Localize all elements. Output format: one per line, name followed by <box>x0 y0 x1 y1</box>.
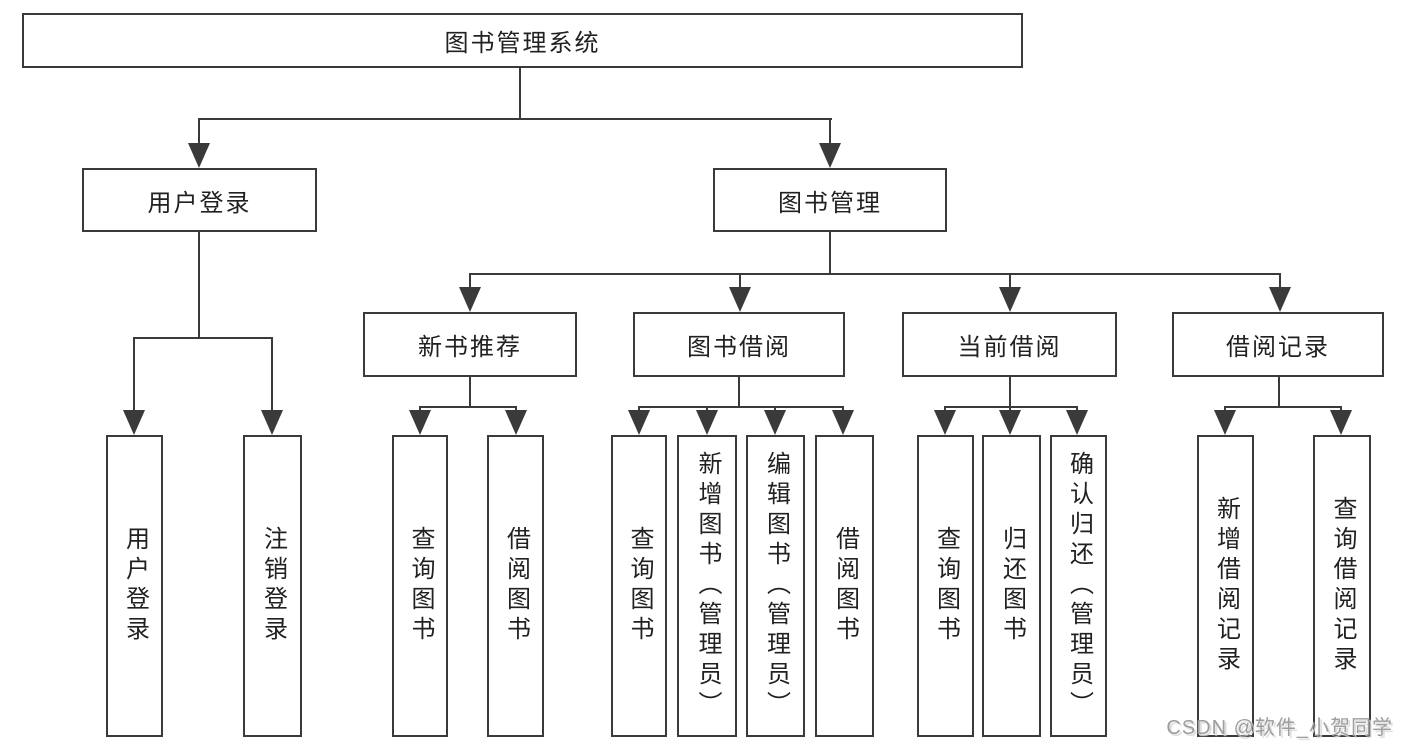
arrowhead-down-icon <box>1214 410 1236 435</box>
node-borrowing-records: 借阅记录 <box>1172 312 1384 377</box>
connector-current-borrow-branch <box>944 406 1078 408</box>
connector-level2-branch <box>198 118 832 120</box>
arrowhead-down-icon <box>261 410 283 435</box>
node-label: 图书管理系统 <box>444 30 601 57</box>
leaf-borrow-edit-books-admin: 编辑图书（管理员） <box>746 435 805 737</box>
leaf-label: 注销登录 <box>259 526 287 646</box>
leaf-label: 查询图书 <box>626 526 653 646</box>
connector-drop-book-borrow <box>739 275 741 288</box>
leaf-newbooks-borrow-books: 借阅图书 <box>487 435 544 737</box>
connector-new-books-stem <box>469 377 471 406</box>
leaf-logout-login: 注销登录 <box>243 435 302 737</box>
connector-drop-current-borrow <box>1009 275 1011 288</box>
connector-borrow-records-branch <box>1224 406 1342 408</box>
node-label: 借阅记录 <box>1226 334 1330 361</box>
connector-drop-leaf <box>133 339 135 411</box>
connector-user-login-stem <box>198 232 200 337</box>
arrowhead-down-icon <box>999 287 1021 312</box>
connector-drop-borrow-records <box>1279 275 1281 288</box>
arrowhead-down-icon <box>123 410 145 435</box>
leaf-label: 新增借阅记录 <box>1212 496 1240 676</box>
connector-new-books-branch <box>419 406 517 408</box>
node-label: 图书借阅 <box>687 334 791 361</box>
leaf-current-return-books: 归还图书 <box>982 435 1041 737</box>
leaf-label: 查询图书 <box>932 526 960 646</box>
node-current-borrowing: 当前借阅 <box>902 312 1117 377</box>
csdn-watermark: CSDN @软件_小贺同学 <box>1166 717 1393 739</box>
leaf-label: 查询图书 <box>407 526 434 646</box>
leaf-label: 查询借阅记录 <box>1329 496 1356 676</box>
leaf-borrow-add-books-admin: 新增图书（管理员） <box>677 435 737 737</box>
leaf-label: 用户登录 <box>121 526 149 646</box>
leaf-label: 编辑图书（管理员） <box>762 451 790 721</box>
arrowhead-down-icon <box>764 410 786 435</box>
connector-borrow-records-stem <box>1278 377 1280 406</box>
arrowhead-down-icon <box>1330 410 1352 435</box>
arrowhead-down-icon <box>409 410 431 435</box>
arrowhead-down-icon <box>819 143 841 168</box>
arrowhead-down-icon <box>999 410 1021 435</box>
arrowhead-down-icon <box>696 410 718 435</box>
leaf-current-query-books: 查询图书 <box>917 435 974 737</box>
leaf-records-add-borrow-record: 新增借阅记录 <box>1197 435 1254 737</box>
arrowhead-down-icon <box>832 410 854 435</box>
connector-book-management-stem <box>829 232 831 273</box>
connector-level3-branch <box>469 273 1281 275</box>
connector-drop-user-login <box>198 120 200 144</box>
arrowhead-down-icon <box>188 143 210 168</box>
leaf-borrow-query-books: 查询图书 <box>611 435 667 737</box>
node-label: 当前借阅 <box>957 334 1062 361</box>
arrowhead-down-icon <box>628 410 650 435</box>
connector-user-login-branch <box>133 337 273 339</box>
leaf-newbooks-query-books: 查询图书 <box>392 435 448 737</box>
leaf-borrow-borrow-books: 借阅图书 <box>815 435 874 737</box>
leaf-label: 借阅图书 <box>502 526 530 646</box>
leaf-label: 归还图书 <box>998 526 1026 646</box>
arrowhead-down-icon <box>934 410 956 435</box>
arrowhead-down-icon <box>505 410 527 435</box>
node-user-login: 用户登录 <box>82 168 317 232</box>
leaf-records-query-borrow-record: 查询借阅记录 <box>1313 435 1371 737</box>
connector-drop-book-management <box>829 120 831 144</box>
leaf-label: 确认归还（管理员） <box>1065 451 1093 721</box>
leaf-label: 新增图书（管理员） <box>694 451 721 721</box>
leaf-user-login: 用户登录 <box>106 435 163 737</box>
node-label: 新书推荐 <box>418 334 522 361</box>
node-label: 图书管理 <box>778 189 882 217</box>
node-label: 用户登录 <box>147 189 252 217</box>
node-library-management-system: 图书管理系统 <box>22 13 1023 68</box>
node-book-borrowing: 图书借阅 <box>633 312 845 377</box>
arrowhead-down-icon <box>1066 410 1088 435</box>
node-new-book-recommendation: 新书推荐 <box>363 312 577 377</box>
connector-drop-leaf <box>271 339 273 411</box>
arrowhead-down-icon <box>459 287 481 312</box>
connector-drop-new-books <box>469 275 471 288</box>
connector-book-borrow-branch <box>638 406 844 408</box>
arrowhead-down-icon <box>1269 287 1291 312</box>
connector-book-borrow-stem <box>738 377 740 406</box>
arrowhead-down-icon <box>729 287 751 312</box>
connector-current-borrow-stem <box>1009 377 1011 406</box>
leaf-current-confirm-return-admin: 确认归还（管理员） <box>1050 435 1107 737</box>
node-book-management: 图书管理 <box>713 168 947 232</box>
leaf-label: 借阅图书 <box>831 526 859 646</box>
connector-root-stem <box>519 68 521 118</box>
